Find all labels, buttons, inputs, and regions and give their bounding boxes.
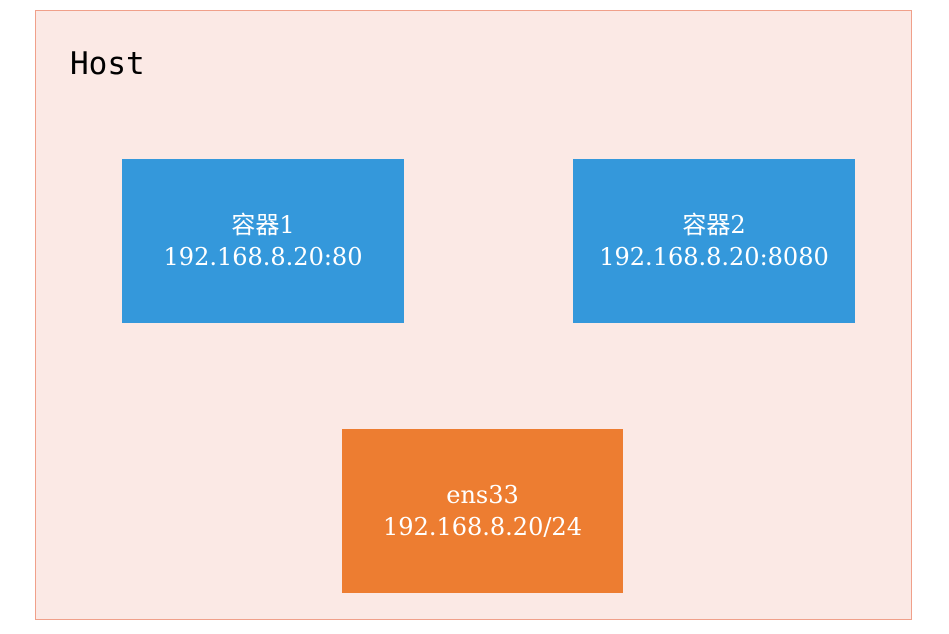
container-2-address: 192.168.8.20:8080: [599, 243, 829, 271]
interface-name: ens33: [446, 481, 519, 509]
container-1-address: 192.168.8.20:80: [163, 243, 363, 271]
interface-address: 192.168.8.20/24: [383, 513, 582, 541]
container-2-name: 容器2: [682, 211, 746, 239]
container-1-name: 容器1: [231, 211, 295, 239]
container-2-box: 容器2 192.168.8.20:8080: [573, 159, 855, 323]
host-label: Host: [70, 46, 145, 82]
container-1-box: 容器1 192.168.8.20:80: [122, 159, 404, 323]
network-interface-box: ens33 192.168.8.20/24: [342, 429, 623, 593]
